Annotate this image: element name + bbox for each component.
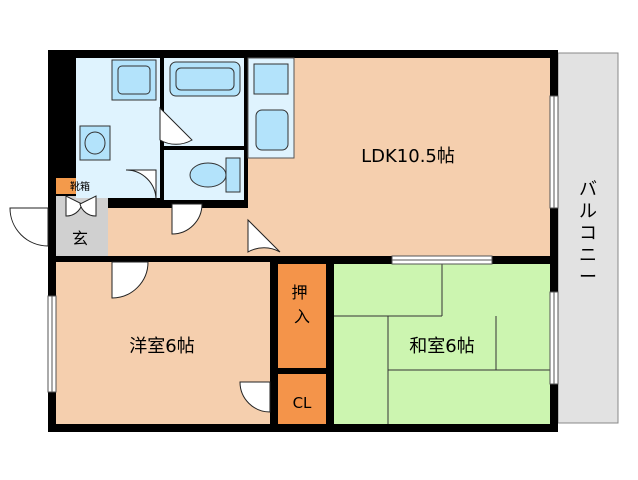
label-closet: CL [293, 394, 312, 412]
balcony-label-char: コ [579, 223, 597, 244]
balcony-label-char: ー [579, 267, 597, 288]
door-swings [9, 106, 281, 413]
ldk-floor [248, 58, 550, 256]
label-shoebox: 靴箱 [70, 180, 90, 193]
toilet-bowl [189, 162, 227, 188]
label-japanese-room: 和室6帖 [409, 336, 474, 357]
balcony-label-char: ル [579, 201, 597, 222]
balcony-label-char: ニ [579, 245, 597, 266]
label-oshiire-line-2: 入 [294, 307, 310, 326]
bathtub [169, 61, 241, 97]
closet [278, 374, 326, 424]
label-ldk: LDK10.5帖 [361, 146, 455, 167]
oshiire [278, 264, 326, 368]
toilet-tank [225, 157, 241, 193]
tatami-lines [334, 264, 550, 424]
balcony-label-char: バ [579, 179, 597, 200]
balcony [557, 52, 619, 424]
label-balcony: バルコニー [579, 179, 597, 288]
label-oshiire-line-1: 押 [291, 283, 307, 302]
label-oshiire: 押 入 [291, 283, 312, 326]
label-western-room: 洋室6帖 [129, 336, 194, 357]
kitchen-stove [255, 109, 289, 151]
label-entrance: 玄 [72, 229, 88, 248]
kitchen-sink [253, 63, 289, 95]
western-floor [56, 262, 270, 424]
